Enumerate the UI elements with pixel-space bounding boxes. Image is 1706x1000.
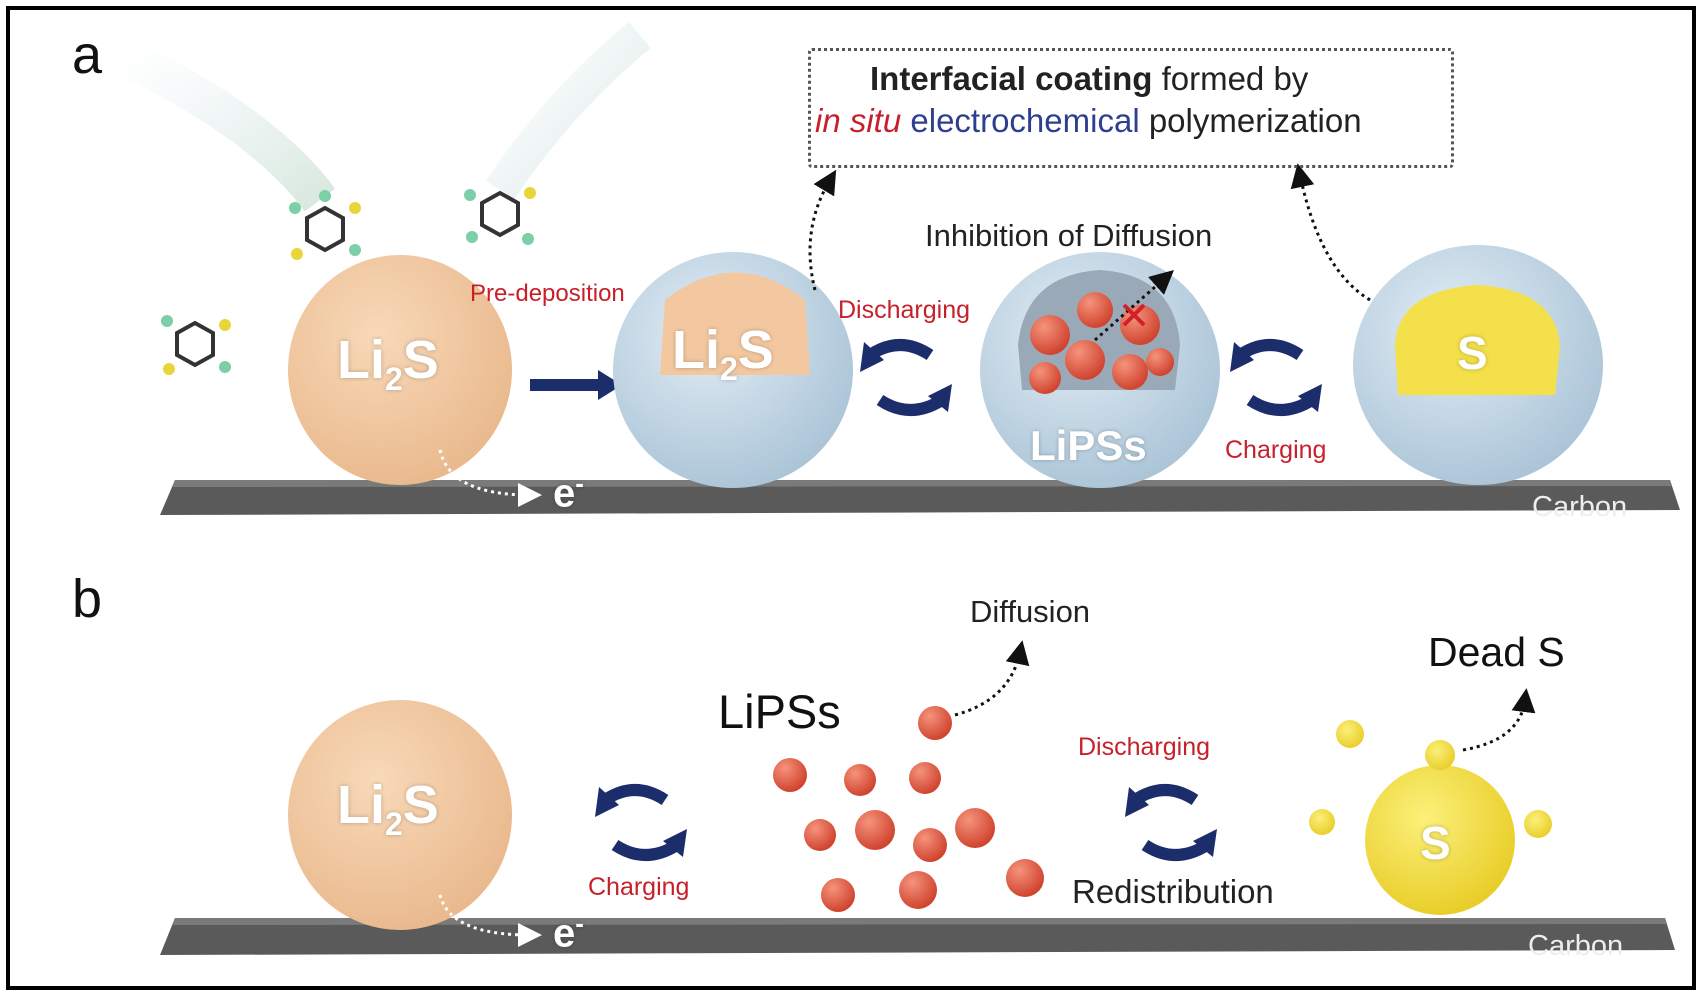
electron-label-a: e- (553, 470, 584, 513)
dotted-arrow-icon (1290, 163, 1371, 302)
in-situ-text: in situ (815, 102, 902, 139)
box-line-2: in situ electrochemical polymerization (815, 104, 1362, 137)
dotted-arrow-icon (1462, 688, 1536, 752)
li2s-li: Li (337, 775, 385, 835)
box-bold-text: Interfacial coating (870, 60, 1153, 97)
electron-e: e (553, 471, 576, 516)
blocked-x-icon (1122, 303, 1146, 327)
molecule-icon (464, 187, 536, 245)
dotted-arrow-icon (1094, 270, 1174, 342)
s-label-a: S (1457, 327, 1488, 379)
li2s-core-exposed (660, 272, 810, 375)
inhibition-label: Inhibition of Diffusion (925, 218, 1213, 253)
carbon-label-a: Carbon (1532, 491, 1628, 523)
electron-sup: - (575, 468, 584, 498)
carbon-label-b: Carbon (1528, 930, 1624, 962)
electron-e: e (553, 911, 576, 956)
li2s-sub: 2 (385, 805, 403, 842)
molecule-icon (289, 190, 361, 260)
dotted-arrow-icon (438, 894, 542, 947)
interfacial-coating-box (808, 48, 1454, 168)
pre-deposition-label: Pre-deposition (470, 280, 625, 307)
discharging-label-b: Discharging (1078, 733, 1211, 761)
li2s-particle-a (288, 255, 512, 485)
curved-arrow-icon (860, 339, 952, 416)
li2s-label-a: Li2S (337, 333, 439, 395)
curved-arrow-icon (1230, 339, 1322, 416)
li2s-s: S (402, 330, 439, 390)
dead-s-particles (1309, 720, 1552, 915)
dotted-arrow-icon (438, 449, 542, 507)
lipss-spheres-a (1029, 292, 1174, 394)
curved-arrow-icon (595, 784, 687, 861)
li2s-li: Li (672, 320, 720, 380)
electron-label-b: e- (553, 910, 584, 953)
electrochemical-text: electrochemical (901, 102, 1140, 139)
dead-s-label: Dead S (1428, 629, 1565, 675)
charging-label-b: Charging (588, 873, 690, 901)
li2s-label-coated: Li2S (672, 323, 774, 385)
panel-b-label: b (72, 569, 103, 629)
lipss-label-b: LiPSs (718, 685, 841, 738)
curved-arrow-icon (1125, 784, 1217, 861)
box-rest-text: formed by (1152, 60, 1309, 97)
redistribution-label: Redistribution (1072, 873, 1274, 910)
li2s-s: S (737, 320, 774, 380)
polymerization-text: polymerization (1139, 102, 1362, 139)
panel-a-label: a (72, 25, 103, 85)
lipss-spheres-b (773, 706, 1044, 912)
electron-sup: - (575, 908, 584, 938)
li2s-sub: 2 (385, 360, 403, 397)
dotted-arrow-icon (808, 169, 837, 291)
s-core-exposed (1395, 285, 1560, 395)
charging-label-a: Charging (1225, 436, 1327, 464)
s-label-b: S (1420, 817, 1451, 869)
li2s-label-b: Li2S (337, 778, 439, 840)
li2s-particle-b (288, 700, 512, 930)
diffusion-label: Diffusion (970, 594, 1091, 629)
dotted-arrow-icon (954, 640, 1030, 717)
trail-1 (111, 37, 336, 212)
discharging-label-a: Discharging (838, 296, 971, 324)
li2s-sub: 2 (720, 350, 738, 387)
box-line-1: Interfacial coating formed by (870, 62, 1308, 95)
trail-2 (485, 21, 651, 200)
lipss-label-a: LiPSs (1030, 422, 1147, 469)
li2s-s: S (402, 775, 439, 835)
molecule-icon (161, 315, 231, 375)
li2s-li: Li (337, 330, 385, 390)
